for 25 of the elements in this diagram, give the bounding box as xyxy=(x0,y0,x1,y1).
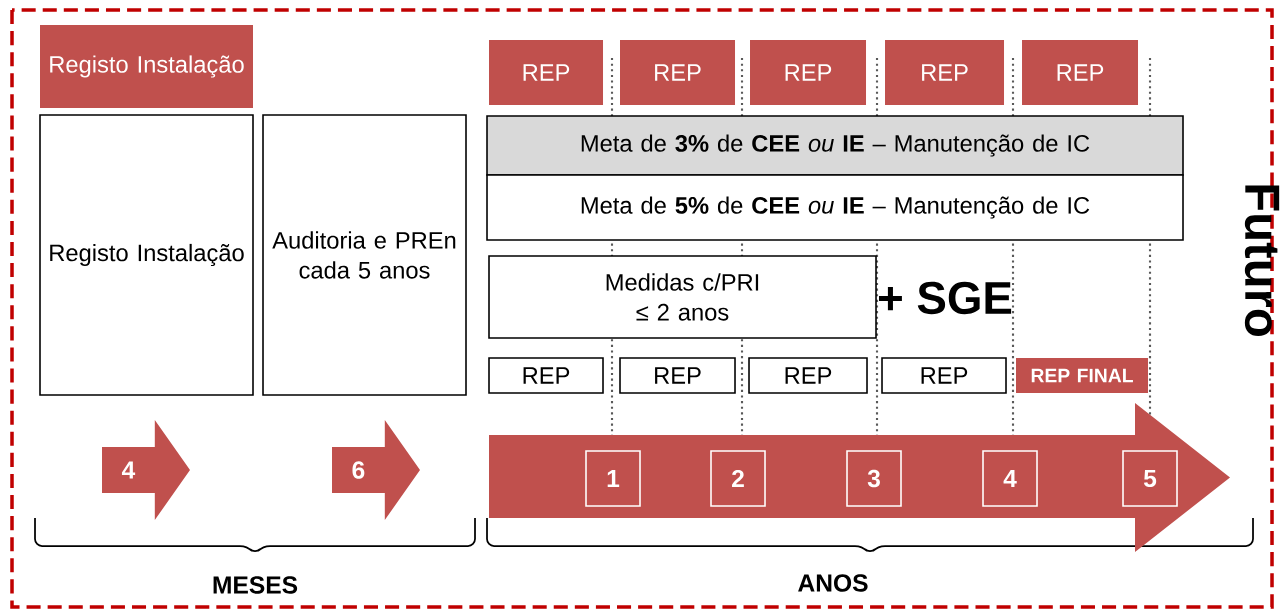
year-box: 2 xyxy=(710,450,766,507)
process-box: REP xyxy=(620,40,735,105)
year-box: 5 xyxy=(1122,450,1178,507)
year-box: 3 xyxy=(846,450,902,507)
process-box: Meta de 5% de CEE ou IE – Manutenção de IC xyxy=(486,174,1184,241)
process-box: Registo Instalação xyxy=(40,25,253,108)
axis-label: MESES xyxy=(213,576,298,594)
process-box: REP xyxy=(885,40,1004,105)
target-band: Meta de 3% de CEE ou IE – Manutenção de IC xyxy=(486,115,1184,176)
process-box: REP xyxy=(619,357,736,394)
process-box: REP xyxy=(489,40,603,105)
year-box: 4 xyxy=(982,450,1038,507)
process-box: REP FINAL xyxy=(1016,358,1148,393)
annotation-text: + SGE xyxy=(879,281,1012,315)
process-box: Auditoria e PREn cada 5 anos xyxy=(262,114,467,396)
process-box: REP xyxy=(748,357,868,394)
process-box: Registo Instalação xyxy=(39,114,254,396)
process-box: REP xyxy=(488,357,604,394)
process-box: REP xyxy=(881,357,1007,394)
side-title: Futuro xyxy=(1244,185,1280,336)
axis-label: ANOS xyxy=(798,574,868,592)
process-box: REP xyxy=(750,40,866,105)
process-box: Medidas c/PRI ≤ 2 anos xyxy=(488,255,877,339)
year-box: 1 xyxy=(585,450,641,507)
process-box: REP xyxy=(1022,40,1138,105)
